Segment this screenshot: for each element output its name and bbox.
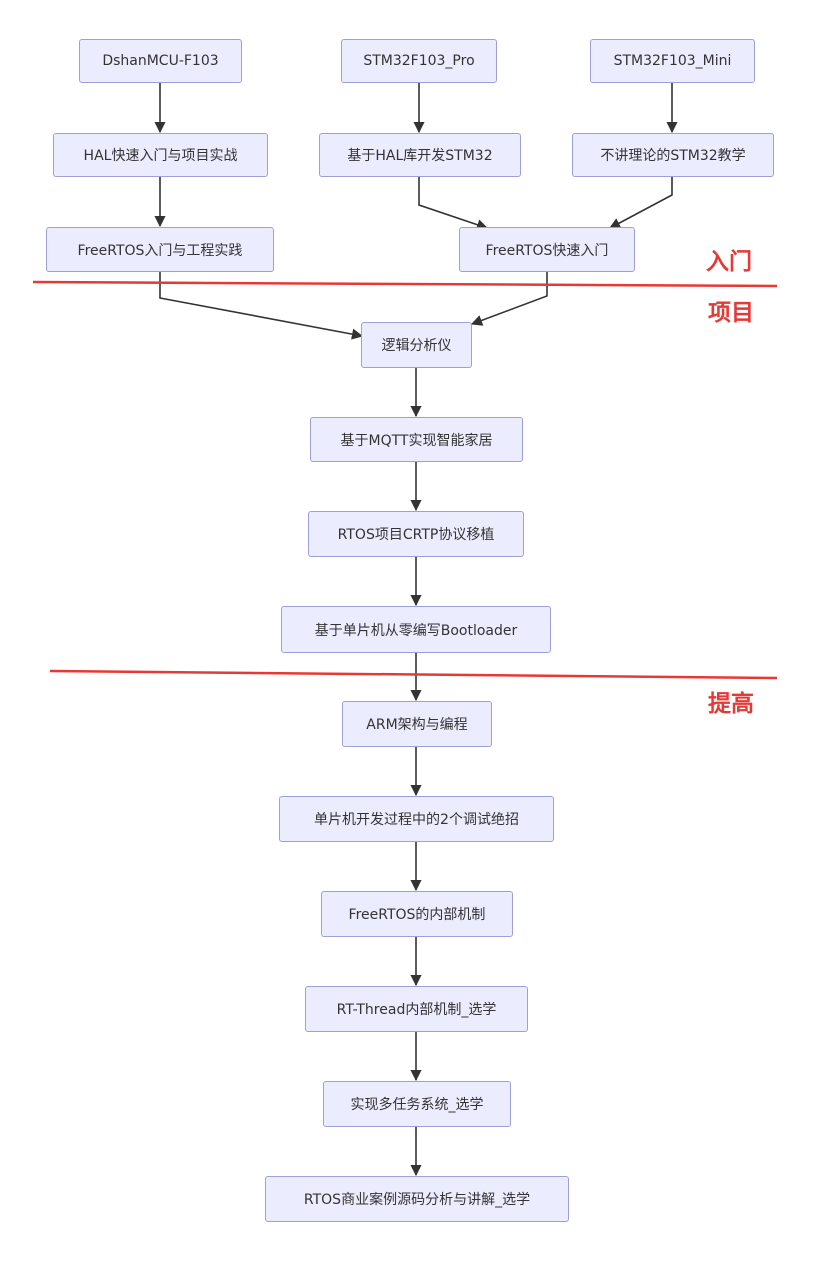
- node-debug-tricks: 单片机开发过程中的2个调试绝招: [279, 796, 554, 842]
- node-rtthread-internal: RT-Thread内部机制_选学: [305, 986, 528, 1032]
- node-multitask-system: 实现多任务系统_选学: [323, 1081, 511, 1127]
- node-stm32f103-pro: STM32F103_Pro: [341, 39, 497, 83]
- node-freertos-quick: FreeRTOS快速入门: [459, 227, 635, 272]
- stage-label-project: 项目: [708, 300, 754, 326]
- node-mqtt-smart-home: 基于MQTT实现智能家居: [310, 417, 523, 462]
- node-dshanmcu-f103: DshanMCU-F103: [79, 39, 242, 83]
- node-logic-analyzer: 逻辑分析仪: [361, 322, 472, 368]
- stage-label-advanced: 提高: [708, 691, 754, 717]
- edge-hal-lib-to-freertos-quick: [418, 176, 489, 231]
- node-freertos-practice: FreeRTOS入门与工程实践: [46, 227, 274, 272]
- divider-intro-project: [32, 280, 778, 288]
- stage-label-intro: 入门: [706, 249, 752, 275]
- edge-freertos-quick-to-logic-analyzer: [470, 271, 548, 326]
- node-hal-lib: 基于HAL库开发STM32: [319, 133, 521, 177]
- node-no-theory: 不讲理论的STM32教学: [572, 133, 774, 177]
- edge-freertos-practice-to-logic-analyzer: [159, 271, 364, 340]
- node-arm-architecture: ARM架构与编程: [342, 701, 492, 747]
- node-freertos-internal: FreeRTOS的内部机制: [321, 891, 513, 937]
- edge-no-theory-to-freertos-quick: [609, 176, 673, 229]
- node-rtos-business-cases: RTOS商业案例源码分析与讲解_选学: [265, 1176, 569, 1222]
- node-stm32f103-mini: STM32F103_Mini: [590, 39, 755, 83]
- divider-project-advanced: [49, 669, 778, 680]
- node-bootloader: 基于单片机从零编写Bootloader: [281, 606, 551, 653]
- node-hal-course: HAL快速入门与项目实战: [53, 133, 268, 177]
- node-crtp-port: RTOS项目CRTP协议移植: [308, 511, 524, 557]
